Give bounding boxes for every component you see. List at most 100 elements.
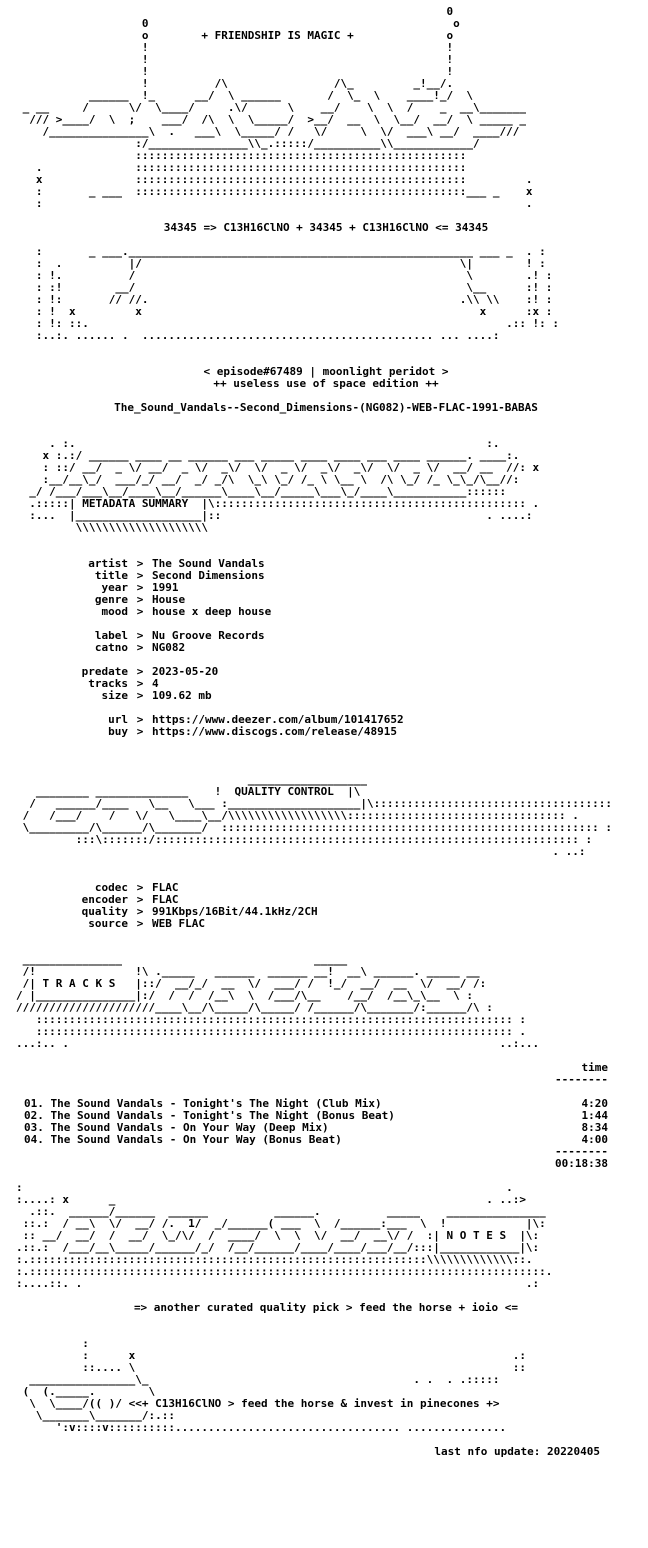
- footer-art-line: :: [16, 1337, 89, 1350]
- tracks-art-line: / |_______________|:/ / / /__\ \ /___/\_…: [16, 989, 473, 1002]
- header-art-line: :/_______________\\_.:::::/__________\\_…: [16, 137, 480, 150]
- track-title: 02. The Sound Vandals - Tonight's The Ni…: [24, 1109, 395, 1122]
- track-row: 03. The Sound Vandals - On Your Way (Dee…: [24, 1122, 608, 1134]
- header-ascii-logo: 0 0 o o + FRIENDSHIP IS MAGIC + o ! !: [16, 6, 636, 210]
- meta-year-row: year>1991: [16, 582, 636, 594]
- header-art-line: x ::::::::::::::::::::::::::::::::::::::…: [16, 173, 533, 186]
- metadata-ascii-banner: .:::::| METADATA SUMMARY |\:::::::::::::…: [16, 498, 636, 534]
- header-section: 0 0 o o + FRIENDSHIP IS MAGIC + o ! !: [16, 6, 636, 414]
- meta-key: label: [94, 629, 128, 642]
- metadata-art-line: :__/__\_/ ___/_/ __/ _/ _/\ \_\ \_/ /_ \…: [16, 473, 520, 486]
- total-rule: --------: [555, 1145, 608, 1158]
- meta-key: year: [101, 581, 129, 594]
- track-time: 4:20: [581, 1097, 609, 1110]
- qc-key: source: [88, 917, 128, 930]
- time-header: time: [581, 1061, 609, 1074]
- header-art-line: ! /\ /\_ _!__/.: [16, 77, 454, 90]
- release-name: The_Sound_Vandals--Second_Dimensions-(NG…: [114, 401, 538, 414]
- header-art-line: 0: [16, 5, 454, 18]
- header-frame-line: : _ ___.________________________________…: [16, 245, 546, 258]
- header-frame-line: : !: ::. .:: !: :: [16, 317, 560, 330]
- meta-value: 109.62 mb: [152, 689, 212, 702]
- track-time: 1:44: [581, 1109, 609, 1122]
- meta-key: mood: [101, 605, 129, 618]
- quality-art-line: :::\:::::::/::::::::::::::::::::::::::::…: [16, 833, 593, 846]
- meta-tracks-row: tracks >4: [16, 678, 636, 690]
- quality-art-line: / /___/ / \/ \____\__/\\\\\\\\\\\\\\\\\\…: [16, 809, 579, 822]
- header-art-line: _ __ / \/ \____/ .\/ \ __/ \ \ / _ __\__…: [16, 101, 526, 114]
- meta-key: catno: [94, 641, 128, 654]
- nfo-document: 0 0 o o + FRIENDSHIP IS MAGIC + o ! !: [16, 6, 636, 1458]
- quality-art-line: ________ ______________ ! QUALITY CONTRO…: [16, 785, 361, 798]
- meta-separator: >: [136, 557, 144, 570]
- meta-key: tracks: [88, 677, 128, 690]
- deezer-url: https://www.deezer.com/album/101417652: [152, 713, 404, 726]
- meta-value: house x deep house: [152, 605, 272, 618]
- tracks-art-line: /////////////////////____\__/\_____/\___…: [16, 1001, 493, 1014]
- meta-separator: >: [136, 629, 144, 642]
- quality-art-line: \_________/\______/\_______/ :::::::::::…: [16, 821, 613, 834]
- qc-encoder-row: encoder>FLAC: [16, 894, 636, 906]
- meta-value: 4: [152, 677, 159, 690]
- invest-line: \ \____/(( )/ <<+ C13H16ClNO > feed the …: [16, 1398, 636, 1410]
- meta-separator: >: [136, 713, 144, 726]
- meta-value: 1991: [152, 581, 179, 594]
- tracks-art-line: _______________ _____: [16, 953, 348, 966]
- header-frame-line: : :! __/ \__ :! :: [16, 281, 553, 294]
- quality-section: __________________ ________ ____________…: [16, 774, 636, 930]
- meta-artist-row: artist>The Sound Vandals: [16, 558, 636, 570]
- footer-base-line: \_______\_______/:.::: [16, 1409, 175, 1422]
- notes-art-line: :....::. . .:: [16, 1277, 540, 1290]
- meta-separator: >: [136, 725, 144, 738]
- tracks-ascii-banner: _______________ _____ /! !\ ._____ _____…: [16, 954, 636, 1050]
- footer-art-line: : x .:: [16, 1349, 526, 1362]
- tracks-art-line: ...:.. . ..:...: [16, 1037, 540, 1050]
- meta-genre-row: genre>House: [16, 594, 636, 606]
- meta-separator: >: [136, 665, 144, 678]
- track-row: 02. The Sound Vandals - Tonight's The Ni…: [24, 1110, 608, 1122]
- track-time: 4:00: [581, 1133, 609, 1146]
- quality-art-line: / ______/____ \__ \___ :________________…: [16, 797, 613, 810]
- meta-value: 2023-05-20: [152, 665, 219, 678]
- meta-key: title: [94, 569, 128, 582]
- episode-line: < episode#67489 | moonlight peridot >: [203, 365, 449, 378]
- tracks-art-line: ::::::::::::::::::::::::::::::::::::::::…: [16, 1025, 526, 1038]
- notes-art-line: :.::::::::::::::::::::::::::::::::::::::…: [16, 1253, 533, 1266]
- time-rule: --------: [555, 1073, 608, 1086]
- header-art-line: ::::::::::::::::::::::::::::::::::::::::…: [16, 149, 467, 162]
- invest-prefix: \ \____/(( )/: [16, 1397, 129, 1410]
- notes-section: : .:....: x _ . ..:> .::. ______/______ …: [16, 1182, 636, 1314]
- meta-separator: >: [136, 677, 144, 690]
- qc-separator: >: [136, 905, 144, 918]
- meta-value: Second Dimensions: [152, 569, 265, 582]
- footer-art-line: ( (._____. \: [16, 1385, 156, 1398]
- meta-key: buy: [108, 725, 128, 738]
- header-frame-line: : . |/ \| ! :: [16, 257, 546, 270]
- header-art-line: ! !: [16, 41, 454, 54]
- qc-quality-row: quality>991Kbps/16Bit/44.1kHz/2CH: [16, 906, 636, 918]
- qc-separator: >: [136, 893, 144, 906]
- total-time: 00:18:38: [555, 1157, 608, 1170]
- tracks-art-line: ::::::::::::::::::::::::::::::::::::::::…: [16, 1013, 526, 1026]
- discogs-url: https://www.discogs.com/release/48915: [152, 725, 398, 738]
- meta-buy-row: buy > https://www.discogs.com/release/4891…: [16, 726, 636, 738]
- meta-value: House: [152, 593, 186, 606]
- metadata-art-line: . :. :.: [16, 437, 500, 450]
- meta-key: genre: [94, 593, 128, 606]
- metadata-section: . :. :. x :.:/ ______ ____ __ ______ ___…: [16, 438, 636, 738]
- track-time: 8:34: [581, 1121, 609, 1134]
- invest-text: <<+ C13H16ClNO > feed the horse & invest…: [128, 1397, 500, 1410]
- meta-url-row: url>https://www.deezer.com/album/1014176…: [16, 714, 636, 726]
- qc-separator: >: [136, 881, 144, 894]
- last-update: last nfo update: 20220405: [434, 1445, 600, 1458]
- header-art-line: 0 o: [16, 17, 460, 30]
- meta-title-row: title>Second Dimensions: [16, 570, 636, 582]
- meta-separator: >: [136, 641, 144, 654]
- meta-label-row: label>Nu Groove Records: [16, 630, 636, 642]
- metadata-banner-line: \\\\\\\\\\\\\\\\\\\\: [16, 521, 209, 534]
- header-art-line: /_______________\ . ___\ \_____/ / \/ \ …: [16, 125, 520, 138]
- metadata-ascii-logo: . :. :. x :.:/ ______ ____ __ ______ ___…: [16, 438, 636, 498]
- meta-value: NG082: [152, 641, 186, 654]
- qc-value: FLAC: [152, 881, 179, 894]
- tracks-art-line: /| T R A C K S |::/ __/_/ __ \/ ___/ / !…: [16, 977, 487, 990]
